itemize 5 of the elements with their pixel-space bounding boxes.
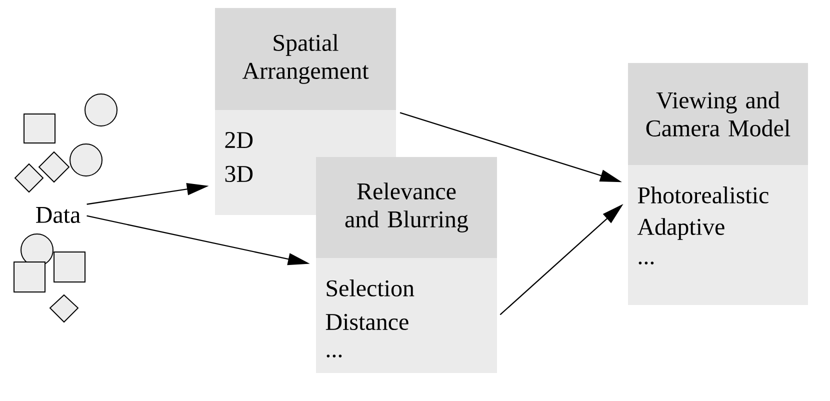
process-box: Relevance and Blurring Selection Distance ... — [316, 157, 497, 373]
node-label: Viewing and Camera Model — [646, 92, 790, 136]
node-label: Spatial Arrangement — [242, 34, 369, 84]
data-label: Data — [36, 207, 80, 223]
process-box: Viewing and Camera Model Photorealistic Adaptive ... — [628, 63, 808, 305]
